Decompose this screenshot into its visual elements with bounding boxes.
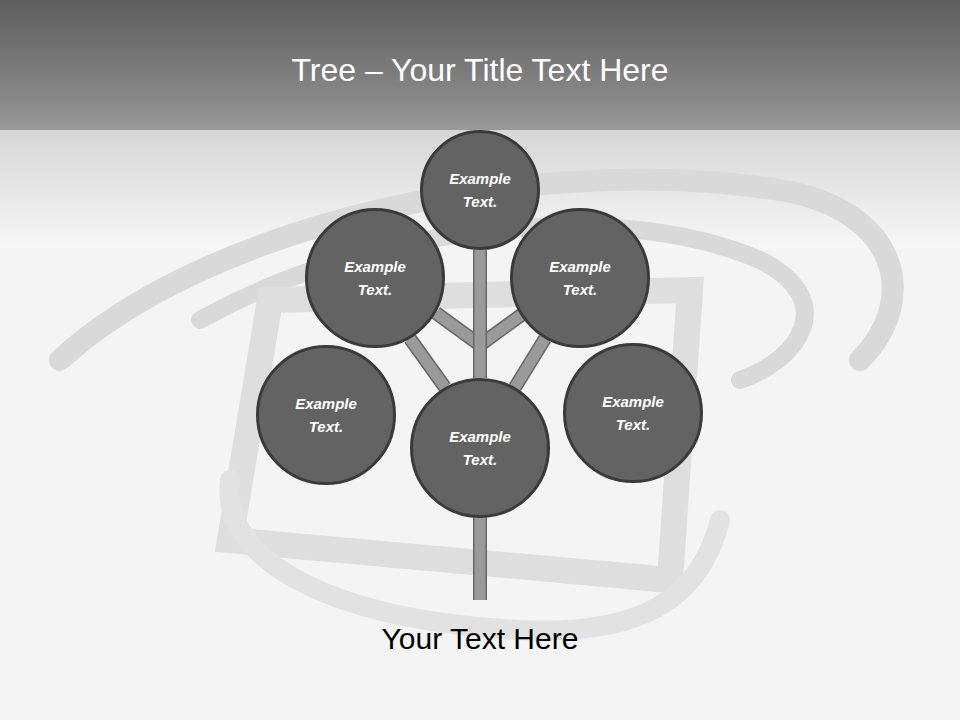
circle-node: Example Text.: [420, 130, 540, 250]
circle-node: Example Text.: [410, 378, 550, 518]
circle-shape: [422, 132, 539, 249]
circle-outline: [510, 208, 650, 348]
circle-outline: [563, 343, 703, 483]
trunk: [475, 510, 486, 600]
circle-node: Example Text.: [256, 345, 396, 485]
circle-shape: [565, 345, 702, 482]
connector-outline: [410, 339, 445, 388]
branch-connector: [410, 339, 445, 388]
node-text: Example Text.: [439, 167, 521, 213]
circle-outline: [420, 130, 540, 250]
circle-outline: [410, 378, 550, 518]
connector-outline: [515, 339, 545, 388]
circle-outline: [256, 345, 396, 485]
circle-shape: [412, 380, 549, 517]
node-text: Example Text.: [592, 390, 674, 436]
title-band: [0, 0, 960, 130]
connector-fill: [475, 250, 486, 378]
connector-outline: [473, 250, 487, 378]
circle-node: Example Text.: [510, 208, 650, 348]
circle-node: Example Text.: [305, 208, 445, 348]
circle-shape: [258, 347, 395, 484]
branch-connector: [480, 250, 481, 378]
connector-fill: [515, 339, 545, 388]
circle-shape: [512, 210, 649, 347]
slide-title: Tree – Your Title Text Here: [0, 52, 960, 89]
branch-connector: [515, 339, 545, 388]
node-text: Example Text.: [334, 255, 416, 301]
circle-outline: [305, 208, 445, 348]
slide-caption: Your Text Here: [0, 622, 960, 656]
circle-shape: [307, 210, 444, 347]
connector-fill: [410, 339, 445, 388]
node-text: Example Text.: [285, 392, 367, 438]
node-text: Example Text.: [439, 425, 521, 471]
trunk-outline: [473, 510, 487, 600]
circle-node: Example Text.: [563, 343, 703, 483]
node-text: Example Text.: [539, 255, 621, 301]
